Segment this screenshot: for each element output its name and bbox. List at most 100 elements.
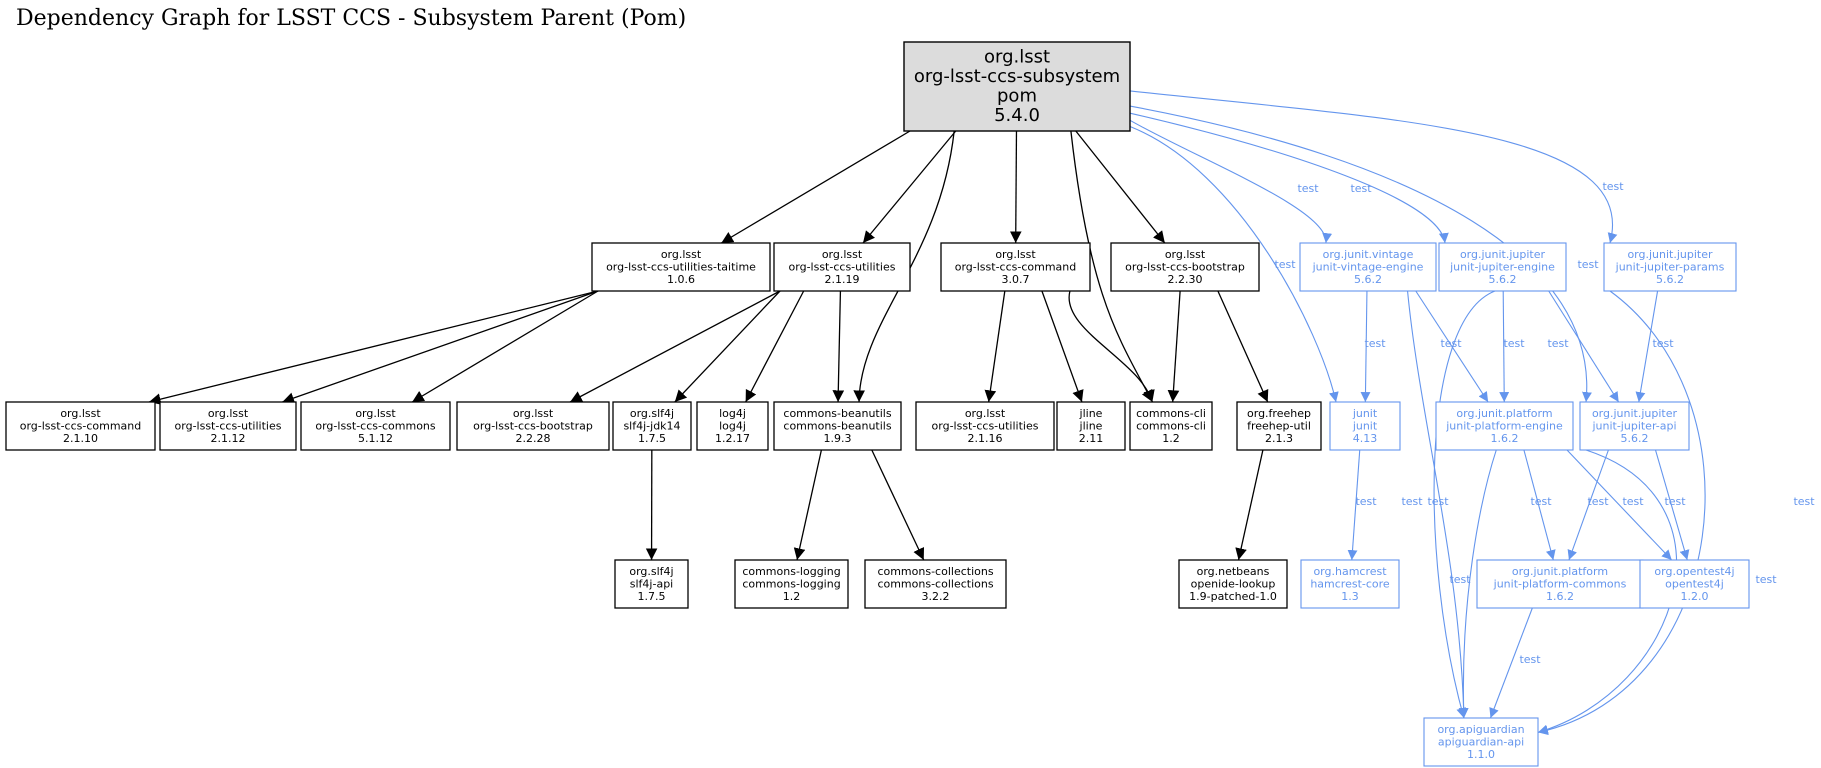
node-label-line: 3.0.7 — [1002, 273, 1030, 286]
edge-jupiter_api-to-platform_commons — [1567, 449, 1609, 561]
edge-utilities-to-bootstrap_old — [569, 290, 781, 403]
node-label-line: org.opentest4j — [1654, 565, 1734, 578]
edge-jupiter_engine-to-jupiter_api — [1548, 290, 1620, 403]
node-label-line: 2.2.30 — [1168, 273, 1203, 286]
node-label-line: commons-collections — [877, 565, 993, 578]
edge-platform_commons-to-apiguardian — [1489, 607, 1533, 719]
node-label-line: junit — [1352, 420, 1378, 433]
node-label-line: 5.6.2 — [1621, 432, 1649, 445]
node-box — [903, 41, 1131, 132]
node-label-line: org.junit.jupiter — [1592, 407, 1678, 420]
node-label-line: 1.9.3 — [824, 432, 852, 445]
edge-jupiter_params-to-jupiter_api — [1635, 290, 1659, 403]
edge-root-to-jupiter_params — [1129, 90, 1618, 244]
node-label-line: jline — [1079, 420, 1103, 433]
edge-root-to-jupiter_api — [1129, 105, 1592, 403]
edge-label-test: test — [1793, 495, 1815, 508]
node-label-line: org.lsst — [965, 407, 1006, 420]
node-label-line: commons-cli — [1136, 407, 1206, 420]
node-label-line: freehep-util — [1247, 420, 1311, 433]
node-box — [696, 401, 769, 451]
node-label-line: 2.1.16 — [968, 432, 1003, 445]
node-label-line: 1.2 — [783, 590, 801, 603]
node-label-line: org.lsst — [661, 248, 702, 261]
node-label-line: slf4j-jdk14 — [623, 420, 680, 433]
node-label-line: org-lsst-ccs-utilities — [175, 420, 282, 433]
node-jupiter-params: org.junit.jupiterjunit-jupiter-params5.6… — [1603, 242, 1737, 292]
node-box — [1438, 242, 1567, 292]
node-label-line: 1.6.2 — [1491, 432, 1519, 445]
edge-root-to-commons_cli — [1070, 130, 1154, 403]
edge-utilities-to-slf4j_jdk14 — [674, 290, 781, 403]
edge-platform_engine-to-opentest4j — [1566, 449, 1673, 561]
node-box — [1423, 717, 1539, 767]
node-label-line: apiguardian-api — [1438, 736, 1524, 749]
edge-label-test: test — [1519, 653, 1541, 666]
edge-jupiter_params-to-apiguardian — [1537, 290, 1706, 736]
diagram-title: Dependency Graph for LSST CCS - Subsyste… — [16, 6, 687, 31]
node-box — [1236, 401, 1322, 451]
node-box — [1329, 401, 1401, 451]
node-jupiter-engine: org.junit.jupiterjunit-jupiter-engine5.6… — [1438, 242, 1567, 292]
node-label-line: org.slf4j — [629, 565, 673, 578]
node-label-line: org.junit.platform — [1512, 565, 1608, 578]
node-box — [5, 401, 156, 451]
node-label-line: org.apiguardian — [1437, 723, 1524, 736]
node-label-line: junit — [1352, 407, 1378, 420]
edge-label-test: test — [1350, 182, 1372, 195]
node-box — [1579, 401, 1690, 451]
edge-beanutils-to-commons_logging — [793, 449, 823, 561]
node-label-line: org.slf4j — [630, 407, 674, 420]
edge-label-test: test — [1602, 180, 1624, 193]
node-label-line: 5.6.2 — [1656, 273, 1684, 286]
node-label-line: org-lsst-ccs-utilities — [789, 261, 896, 274]
node-label-line: 1.7.5 — [638, 432, 666, 445]
node-label-line: org.lsst — [208, 407, 249, 420]
edge-command-to-jline — [1041, 290, 1084, 403]
edge-platform_engine-to-platform_commons — [1523, 449, 1556, 561]
node-label-line: org.junit.jupiter — [1460, 248, 1546, 261]
node-label-line: 3.2.2 — [922, 590, 950, 603]
node-box — [864, 559, 1007, 609]
node-label-line: org-lsst-ccs-commons — [315, 420, 436, 433]
node-label-line: 2.1.12 — [211, 432, 246, 445]
node-box — [1129, 401, 1213, 451]
edge-bootstrap-to-commons_cli — [1167, 290, 1181, 403]
node-label-line: org.junit.vintage — [1323, 248, 1414, 261]
edge-label-test: test — [1440, 337, 1462, 350]
edge-command-to-commons_cli — [1068, 290, 1155, 403]
node-label-line: org.lsst — [822, 248, 863, 261]
edge-root-to-taitime — [720, 130, 911, 244]
node-label-line: 2.1.3 — [1265, 432, 1293, 445]
edge-beanutils-to-commons_collections — [871, 449, 925, 561]
node-label-line: 1.0.6 — [667, 273, 695, 286]
edge-label-test: test — [1755, 573, 1777, 586]
edge-root-to-jupiter_engine — [1129, 112, 1449, 244]
edge-jupiter_api-to-opentest4j — [1654, 449, 1690, 561]
node-label-line: commons-beanutils — [783, 420, 891, 433]
edge-platform_engine-to-apiguardian — [1458, 449, 1497, 719]
node-label-line: org.lsst — [60, 407, 101, 420]
node-label-line: org-lsst-ccs-bootstrap — [1125, 261, 1245, 274]
edge-label-test: test — [1547, 337, 1569, 350]
edge-junit-to-hamcrest — [1347, 449, 1361, 561]
node-box — [773, 242, 911, 292]
node-vintage: org.junit.vintagejunit-vintage-engine5.6… — [1299, 242, 1437, 292]
node-label-line: 1.7.5 — [638, 590, 666, 603]
node-label-line: 5.6.2 — [1489, 273, 1517, 286]
node-box — [1299, 242, 1437, 292]
node-label-line: org.lsst — [1165, 248, 1206, 261]
edge-label-test: test — [1297, 182, 1319, 195]
edge-label-test: test — [1401, 495, 1423, 508]
